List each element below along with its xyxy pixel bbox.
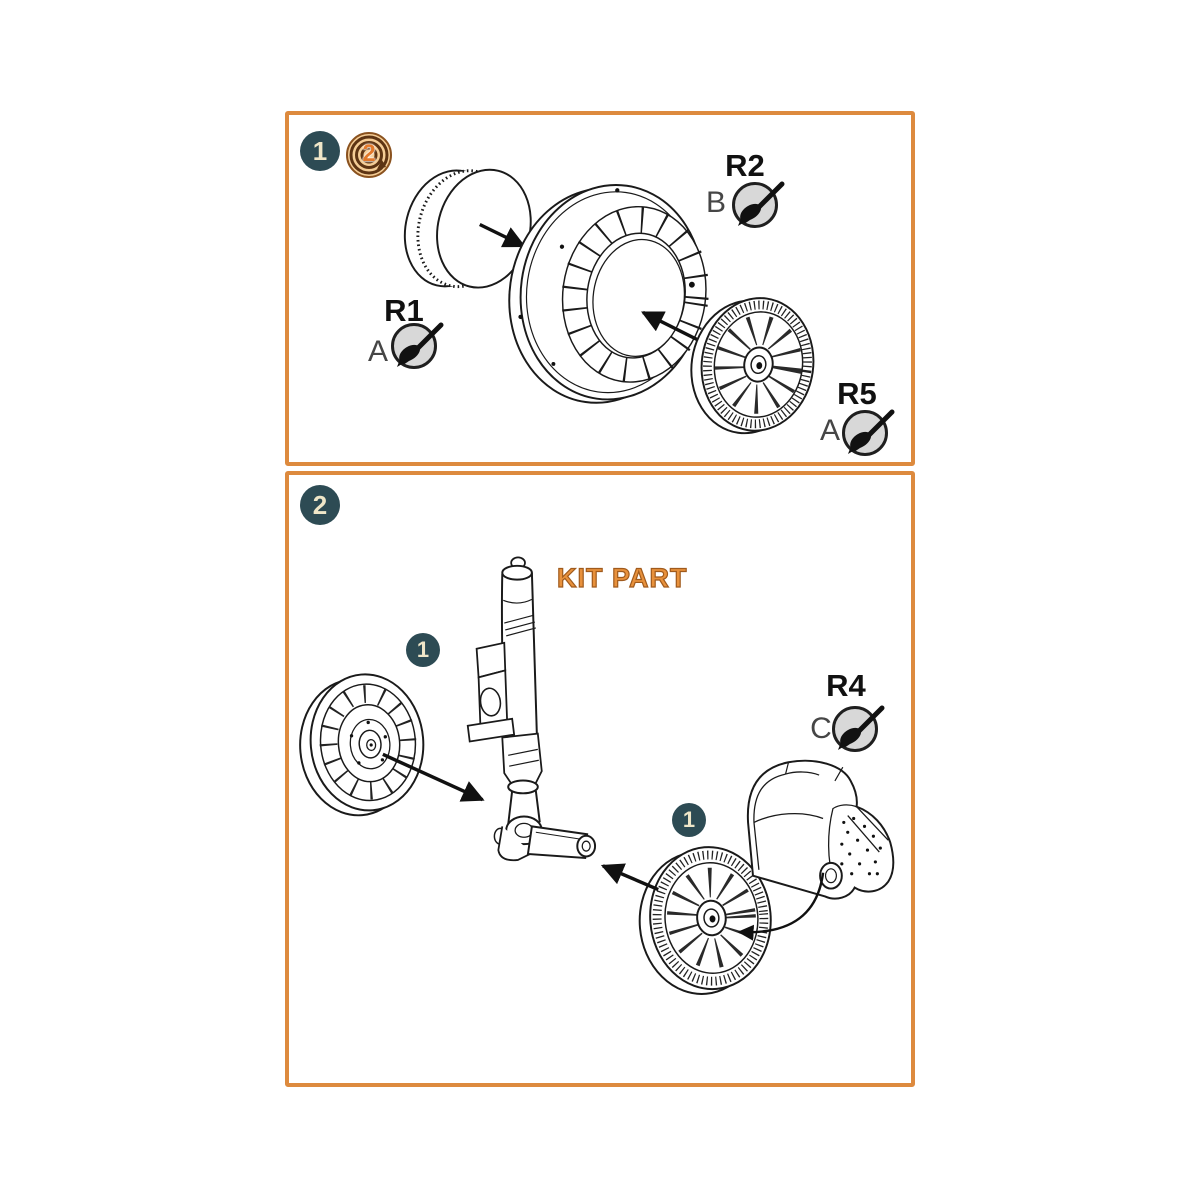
paintbrush-icon bbox=[842, 409, 895, 456]
right-spoked-wheel bbox=[638, 846, 772, 995]
step1-wheel-assembly-diagram bbox=[403, 168, 815, 435]
paintbrush-icon bbox=[732, 181, 785, 228]
paint-letter: C bbox=[810, 712, 832, 745]
step-2-number: 2 bbox=[312, 489, 328, 520]
step-2-panel: 2 KIT PART 1 1 R4 C bbox=[285, 471, 915, 1087]
x2-logo-rings-icon bbox=[349, 135, 389, 175]
spoked-wheel-hub bbox=[690, 297, 815, 435]
paint-code: R4 bbox=[826, 668, 866, 703]
subassembly-number: 1 bbox=[682, 807, 696, 832]
subassembly-number: 1 bbox=[416, 637, 430, 662]
assembly-arrow-disc bbox=[479, 222, 526, 248]
landing-gear-strut bbox=[466, 556, 597, 862]
rotate-x2-logo: 2 bbox=[346, 132, 392, 178]
paint-letter: A bbox=[819, 414, 840, 447]
main-tire bbox=[508, 184, 709, 404]
assembly-arrow-left-wheel bbox=[382, 752, 485, 802]
x2-quantity-label: 2 bbox=[362, 140, 376, 167]
left-disc-wheel bbox=[299, 673, 425, 817]
assembly-arrow-right-wheel bbox=[600, 863, 659, 892]
paint-code: R5 bbox=[837, 376, 877, 411]
step2-landing-gear-diagram bbox=[299, 556, 895, 995]
paintbrush-icon bbox=[391, 322, 444, 369]
step-1-panel: 1 2 R1 A R2 bbox=[285, 111, 915, 466]
subassembly-1-badge-left: 1 bbox=[406, 633, 440, 667]
paint-letter: B bbox=[705, 186, 726, 219]
paint-code: R2 bbox=[725, 148, 765, 183]
paint-code: R1 bbox=[384, 293, 424, 328]
subassembly-1-badge-right: 1 bbox=[672, 803, 706, 837]
fairing-to-wheel-leader-arrow bbox=[737, 872, 825, 941]
step-2-badge: 2 bbox=[300, 485, 340, 525]
step-1-badge: 1 bbox=[300, 131, 340, 171]
kit-part-label: KIT PART bbox=[556, 562, 688, 593]
step-1-number: 1 bbox=[312, 135, 328, 166]
wheel-fairing-part bbox=[746, 759, 895, 900]
paintbrush-icon bbox=[832, 705, 885, 752]
paint-letter: A bbox=[367, 335, 388, 368]
